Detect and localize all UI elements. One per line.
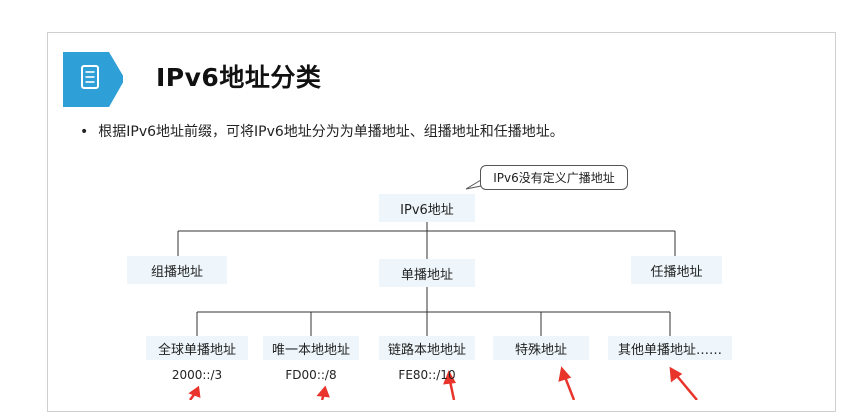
callout-no-broadcast: IPv6没有定义广播地址: [480, 165, 628, 190]
node-unique-local: 唯一本地地址: [263, 336, 359, 360]
arrow-3: [448, 380, 456, 400]
arrow-1-head: [188, 385, 201, 398]
arrow-3-head: [443, 370, 457, 385]
bullet-content: 根据IPv6地址前缀，可将IPv6地址分为为单播地址、组播地址和任播地址。: [98, 124, 564, 140]
document-icon: [63, 52, 123, 107]
prefix-unique-local: FD00::/8: [285, 368, 337, 382]
node-anycast: 任播地址: [631, 256, 722, 284]
arrow-4: [563, 376, 576, 400]
prefix-link-local: FE80::/10: [398, 368, 456, 382]
node-multicast: 组播地址: [127, 256, 227, 284]
prefix-global-unicast: 2000::/3: [171, 368, 223, 382]
arrow-2-head: [316, 385, 330, 398]
callout-tail: [465, 179, 482, 190]
node-unicast: 单播地址: [379, 259, 475, 287]
bullet-text: • 根据IPv6地址前缀，可将IPv6地址分为为单播地址、组播地址和任播地址。: [80, 121, 564, 141]
arrow-5: [676, 375, 698, 400]
arrow-5-head: [669, 366, 683, 383]
node-other-unicast: 其他单播地址……: [608, 336, 732, 360]
page-title: IPv6地址分类: [156, 63, 322, 92]
node-global-unicast: 全球单播地址: [146, 336, 248, 360]
diagram-connectors: [177, 179, 698, 400]
node-special: 特殊地址: [493, 336, 589, 360]
node-ipv6-address: IPv6地址: [379, 194, 475, 222]
bullet-marker: •: [80, 124, 89, 140]
arrow-4-head: [558, 366, 572, 382]
node-link-local: 链路本地地址: [379, 336, 475, 360]
